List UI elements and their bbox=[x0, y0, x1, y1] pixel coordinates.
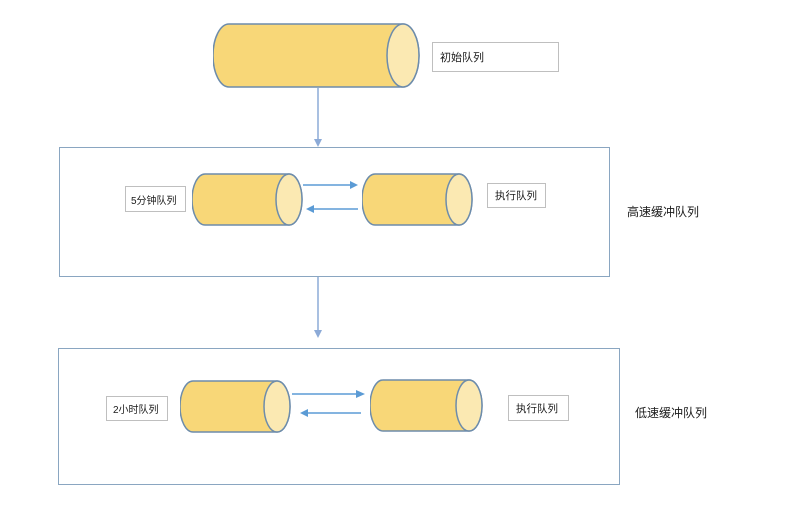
two-hour-queue-label: 2小时队列 bbox=[113, 405, 159, 416]
high-speed-group-label: 高速缓冲队列 bbox=[627, 205, 700, 219]
high-speed-exec-label-box: 执行队列 bbox=[487, 183, 546, 208]
low-speed-group-label: 低速缓冲队列 bbox=[635, 406, 708, 420]
high-speed-exec-label: 执行队列 bbox=[495, 190, 537, 202]
two-hour-queue-cylinder bbox=[180, 380, 291, 433]
left-arrow-icon-2 bbox=[300, 409, 361, 417]
high-speed-group-box bbox=[59, 147, 610, 277]
right-arrow-icon-1 bbox=[303, 181, 358, 189]
five-minute-queue-label: 5分钟队列 bbox=[131, 195, 177, 207]
initial-queue-label: 初始队列 bbox=[440, 52, 484, 64]
five-minute-queue-label-box: 5分钟队列 bbox=[125, 186, 186, 212]
low-speed-exec-label-box: 执行队列 bbox=[508, 395, 569, 421]
right-arrow-icon-2 bbox=[292, 390, 365, 398]
down-arrow-icon-2 bbox=[314, 277, 322, 338]
high-speed-exec-queue-cylinder bbox=[362, 173, 473, 226]
initial-queue-cylinder bbox=[213, 23, 420, 88]
five-minute-queue-cylinder bbox=[192, 173, 303, 226]
down-arrow-icon-1 bbox=[314, 88, 322, 147]
two-hour-queue-label-box: 2小时队列 bbox=[106, 396, 168, 421]
low-speed-exec-queue-cylinder bbox=[370, 379, 483, 432]
low-speed-exec-label: 执行队列 bbox=[516, 402, 558, 415]
initial-queue-label-box: 初始队列 bbox=[432, 42, 559, 72]
left-arrow-icon-1 bbox=[306, 205, 358, 213]
